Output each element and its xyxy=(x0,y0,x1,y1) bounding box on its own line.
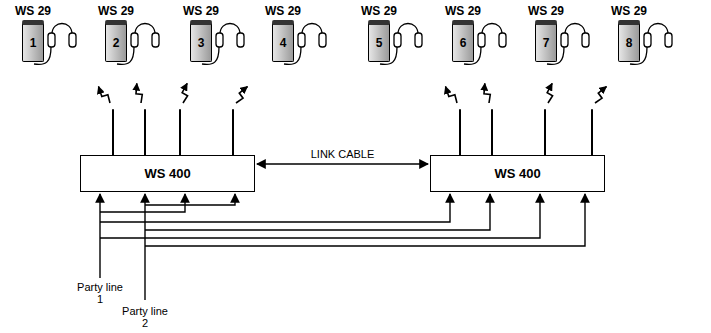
radio-bolt xyxy=(443,85,459,105)
base-station-box: WS 400 xyxy=(430,155,605,192)
headband xyxy=(398,24,418,35)
antenna xyxy=(459,110,461,155)
beltpack-body: 4 xyxy=(272,20,294,62)
antenna xyxy=(112,110,114,155)
wire xyxy=(100,194,185,212)
callout-number: 7 xyxy=(543,36,550,50)
ear-cup xyxy=(665,33,672,47)
wire xyxy=(144,194,145,300)
callout-number: 6 xyxy=(460,36,467,50)
beltpack: WS 29 2 xyxy=(86,4,146,62)
device-label: WS 29 xyxy=(349,4,409,18)
radio-bolt xyxy=(180,83,190,104)
ear-cup xyxy=(131,33,138,47)
headband xyxy=(220,24,240,35)
beltpack-body: 8 xyxy=(618,20,640,62)
input-label: Party line 2 xyxy=(119,305,171,329)
ear-cup xyxy=(216,33,223,47)
headband xyxy=(565,24,585,35)
radio-bolt xyxy=(482,83,492,104)
antenna xyxy=(491,110,493,155)
headsets xyxy=(34,24,672,65)
headband xyxy=(648,24,668,35)
beltpack-body: 1 xyxy=(22,20,44,62)
radio-bolt xyxy=(545,83,555,104)
device-label: WS 29 xyxy=(516,4,576,18)
device-label: WS 29 xyxy=(86,4,146,18)
radio-bolts xyxy=(96,83,609,105)
beltpack: WS 29 1 xyxy=(3,4,63,62)
ear-cup xyxy=(237,33,244,47)
ear-cup xyxy=(69,33,76,47)
antenna xyxy=(232,110,234,155)
callout-number: 1 xyxy=(30,36,37,50)
wire xyxy=(100,194,450,222)
ear-cup xyxy=(394,33,401,47)
ear-cup xyxy=(415,33,422,47)
beltpack: WS 29 8 xyxy=(599,4,659,62)
radio-bolt xyxy=(234,85,250,105)
beltpack: WS 29 7 xyxy=(516,4,576,62)
radio-bolt xyxy=(134,83,144,104)
device-label: WS 29 xyxy=(171,4,231,18)
headband xyxy=(52,24,72,35)
wire xyxy=(100,194,540,238)
link-cable xyxy=(257,163,428,164)
party-line-wires xyxy=(100,194,585,300)
wire xyxy=(99,194,100,278)
callout-number: 8 xyxy=(626,36,633,50)
device-label: WS 29 xyxy=(433,4,493,18)
beltpack-body: 7 xyxy=(535,20,557,62)
ear-cup xyxy=(561,33,568,47)
beltpack: WS 29 4 xyxy=(253,4,313,62)
antenna xyxy=(144,110,146,155)
antenna xyxy=(179,110,181,155)
antenna xyxy=(544,110,546,155)
ear-cup xyxy=(319,33,326,47)
callout-number: 3 xyxy=(198,36,205,50)
base-station-box: WS 400 xyxy=(80,155,255,192)
device-label: WS 400 xyxy=(494,166,540,181)
wire xyxy=(145,194,585,246)
beltpack-body: 6 xyxy=(452,20,474,62)
beltpack: WS 29 6 xyxy=(433,4,493,62)
device-label: WS 400 xyxy=(144,166,190,181)
radio-bolt xyxy=(593,85,609,105)
ear-cup xyxy=(582,33,589,47)
beltpack-body: 5 xyxy=(368,20,390,62)
wire xyxy=(145,194,490,230)
headband xyxy=(482,24,502,35)
device-label: WS 29 xyxy=(599,4,659,18)
ear-cup xyxy=(298,33,305,47)
ear-cup xyxy=(48,33,55,47)
callout-number: 2 xyxy=(113,36,120,50)
headband xyxy=(135,24,155,35)
beltpack: WS 29 5 xyxy=(349,4,409,62)
beltpack-body: 3 xyxy=(190,20,212,62)
antenna xyxy=(591,110,593,155)
callout-number: 5 xyxy=(376,36,383,50)
ear-cup xyxy=(478,33,485,47)
ear-cup xyxy=(499,33,506,47)
device-label: WS 29 xyxy=(3,4,63,18)
ear-cup xyxy=(152,33,159,47)
ear-cup xyxy=(644,33,651,47)
device-label: WS 29 xyxy=(253,4,313,18)
callout-number: 4 xyxy=(280,36,287,50)
beltpack-body: 2 xyxy=(105,20,127,62)
wire xyxy=(145,194,235,205)
radio-bolt xyxy=(96,85,112,105)
input-label: Party line 1 xyxy=(74,281,126,305)
connector-label: LINK CABLE xyxy=(309,148,377,160)
headband xyxy=(302,24,322,35)
beltpack: WS 29 3 xyxy=(171,4,231,62)
